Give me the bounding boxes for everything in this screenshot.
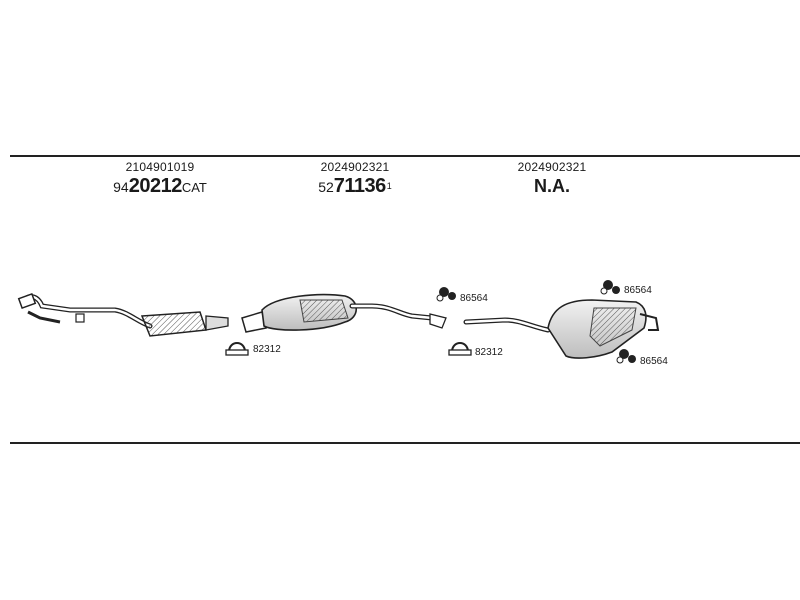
oem-number: 2104901019 [125, 160, 195, 174]
front-pipe-with-catalytic-converter [17, 292, 229, 337]
callout-hanger-rear-top: 86564 [624, 285, 652, 296]
rubber-hanger-middle-icon [436, 287, 456, 302]
part-code-superscript: 1 [386, 181, 392, 191]
part-code: 52711361 [265, 176, 445, 198]
part-code: N.A. [462, 176, 642, 198]
part-code-main: 71136 [333, 175, 387, 197]
callout-hanger-rear-bottom: 86564 [640, 356, 668, 367]
oem-number: 2024902321 [320, 160, 390, 174]
clamp-right-icon [448, 342, 472, 356]
callout-hanger-middle: 86564 [460, 293, 488, 304]
part-code-suffix: CAT [181, 180, 207, 195]
part-code: 9420212CAT [70, 176, 250, 198]
rubber-hanger-rear-bottom-icon [616, 349, 636, 364]
part-column-middle-silencer: 2024902321 52711361 [265, 160, 445, 198]
part-code-prefix: 52 [318, 179, 334, 195]
callout-clamp-left: 82312 [253, 344, 281, 355]
bottom-divider-line [10, 442, 800, 444]
part-column-catalytic-converter: 2104901019 9420212CAT [70, 160, 250, 198]
not-available-label: N.A. [534, 176, 570, 196]
callout-clamp-right: 82312 [475, 347, 503, 358]
oem-number: 2024902321 [517, 160, 587, 174]
rear-silencer [463, 299, 660, 359]
middle-silencer [241, 293, 447, 333]
clamp-left-icon [225, 342, 249, 356]
part-column-rear-silencer: 2024902321 N.A. [462, 160, 642, 198]
top-divider-line [10, 155, 800, 157]
part-code-main: 20212 [128, 175, 183, 197]
rubber-hanger-rear-top-icon [600, 280, 620, 295]
part-code-prefix: 94 [113, 179, 129, 195]
